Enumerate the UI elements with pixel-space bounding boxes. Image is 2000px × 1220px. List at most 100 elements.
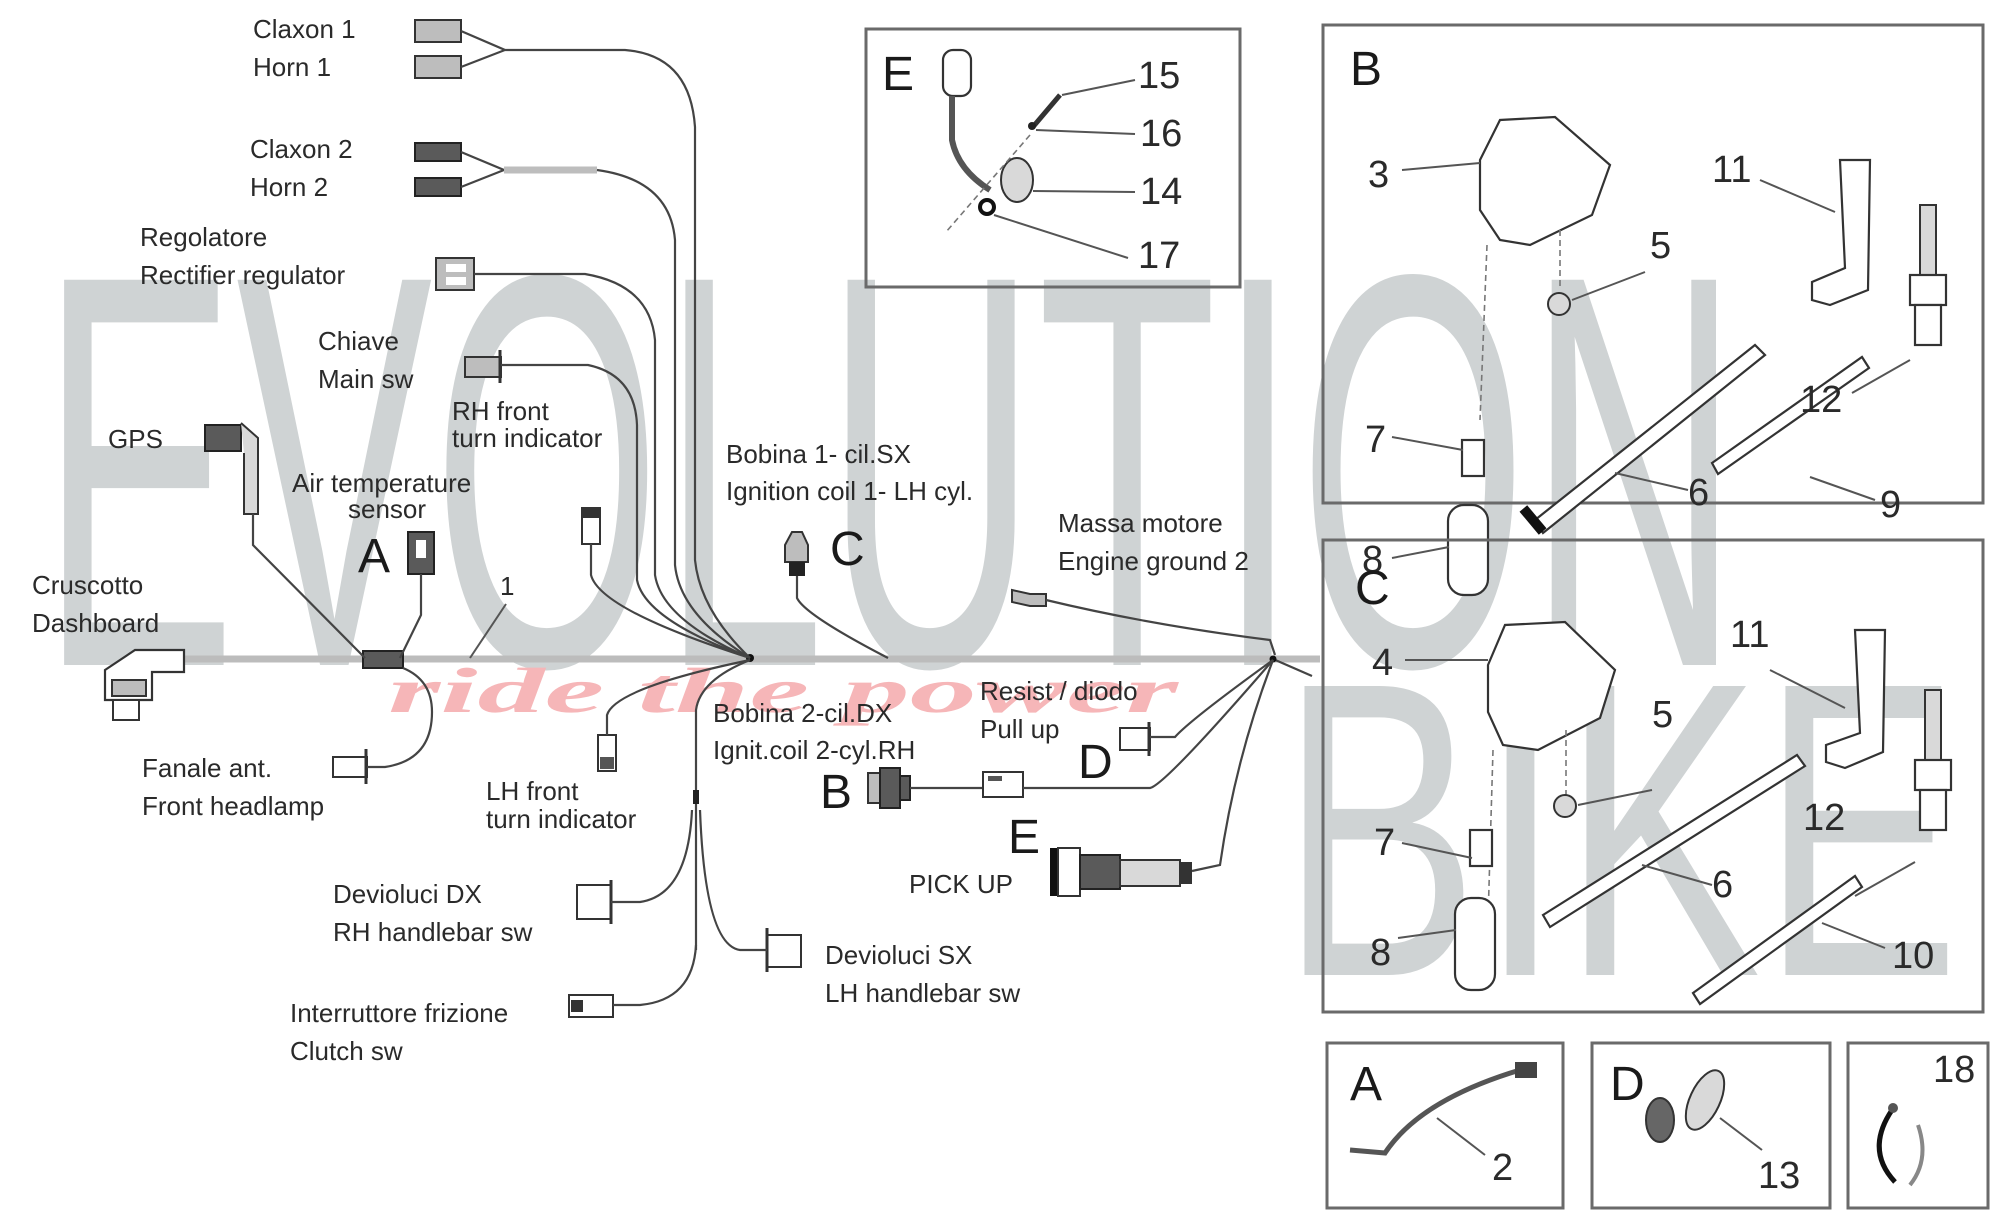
headlamp-plug xyxy=(332,756,368,778)
engine-ground-label-it: Massa motore xyxy=(1058,508,1223,538)
connector-regulator[interactable]: Regolatore Rectifier regulator xyxy=(140,222,751,660)
callout-c-4: 4 xyxy=(1372,642,1393,684)
part-12-spark-plug-insulator xyxy=(1913,303,1943,347)
watermark-slogan: ride the power xyxy=(388,655,1180,726)
regulator-label-it: Regolatore xyxy=(140,222,267,252)
regulator-wire xyxy=(474,272,751,660)
part-15-screw xyxy=(1030,93,1062,130)
detail-panel-d: D 13 xyxy=(1590,1041,1832,1210)
connector-main-switch[interactable]: Chiave Main sw xyxy=(318,326,751,660)
part-8-cap xyxy=(1453,896,1497,992)
leader-7 xyxy=(1401,842,1473,859)
callout-b-11: 11 xyxy=(1712,149,1751,191)
lh-turn-plug-cap xyxy=(600,757,614,769)
dashboard-label-en: Dashboard xyxy=(32,608,159,638)
lh-handlebar-label-it: Devioluci SX xyxy=(825,940,972,970)
pickup-sensor-cable xyxy=(949,96,992,193)
part-18-clamp-back xyxy=(1908,1124,1925,1187)
leader-6 xyxy=(1614,472,1689,491)
gps-tube xyxy=(240,422,259,515)
horn1-plug-a xyxy=(414,19,462,43)
watermark-brand-line1: EVOLUTION xyxy=(40,158,1740,784)
lower-branch xyxy=(693,658,751,950)
callout-c-11: 11 xyxy=(1730,614,1769,656)
part-9-hv-cable xyxy=(1710,355,1871,476)
connector-rh-turn[interactable]: RH front turn indicator xyxy=(452,396,751,660)
panel-a-title: A xyxy=(1350,1058,1382,1111)
engine-ground-label-en: Engine ground 2 xyxy=(1058,546,1249,576)
air-temp-ref: A xyxy=(358,530,390,583)
leader-12 xyxy=(1851,359,1911,394)
part-7-terminal xyxy=(1468,828,1494,868)
leader-2 xyxy=(1436,1117,1486,1156)
lh-handlebar-label-en: LH handlebar sw xyxy=(825,978,1020,1008)
connector-rh-handlebar[interactable]: Devioluci DX RH handlebar sw xyxy=(333,809,694,947)
regulator-plug-slot xyxy=(446,264,466,272)
connector-lh-turn[interactable]: LH front turn indicator xyxy=(486,658,751,834)
part-2-temp-sensor-head xyxy=(1515,1062,1537,1078)
horn2-plug-b xyxy=(414,177,462,197)
connector-lh-handlebar[interactable]: Devioluci SX LH handlebar sw xyxy=(698,809,1020,1008)
connector-gps[interactable]: GPS xyxy=(108,422,366,659)
part-3-ignition-coil xyxy=(1478,115,1612,247)
part-5-nut xyxy=(1553,794,1577,818)
coil1-ref: C xyxy=(830,523,865,576)
connector-pull-up[interactable]: Resist / diodo Pull up D xyxy=(980,659,1274,789)
gps-plug xyxy=(204,424,242,452)
connector-engine-ground[interactable]: Massa motore Engine ground 2 xyxy=(1011,508,1277,656)
callout-b-12: 12 xyxy=(1800,379,1842,421)
leader-14 xyxy=(1032,190,1136,193)
lower-branch-trunk xyxy=(694,658,751,950)
callout-a-2: 2 xyxy=(1492,1147,1513,1189)
connector-coil1[interactable]: Bobina 1- cil.SX Ignition coil 1- LH cyl… xyxy=(726,439,973,659)
pull-up-plug xyxy=(1119,727,1151,751)
leader-8 xyxy=(1397,929,1457,939)
panel-c-frame xyxy=(1321,538,1985,1014)
connector-clutch[interactable]: Interruttore frizione Clutch sw xyxy=(290,944,698,1066)
panel-b-frame xyxy=(1321,23,1985,505)
pickup-sensor-head xyxy=(941,48,973,98)
panel-b-title: B xyxy=(1350,43,1382,96)
pickup-plug-flange xyxy=(1050,848,1058,896)
engine-ground-lug xyxy=(1011,588,1047,607)
detail-panel-e: E 15 16 14 17 xyxy=(864,27,1242,289)
connector-horn2[interactable]: Claxon 2 Horn 2 xyxy=(250,134,751,659)
leader-7 xyxy=(1391,436,1464,451)
rh-turn-label-it: RH front xyxy=(452,396,550,426)
regulator-plug xyxy=(435,257,475,291)
leader-16 xyxy=(1035,129,1136,135)
air-temp-label-1: Air temperature xyxy=(292,468,471,498)
regulator-label-en: Rectifier regulator xyxy=(140,260,346,290)
leader-5 xyxy=(1571,271,1646,301)
main-switch-wire xyxy=(501,363,751,660)
connector-pickup[interactable]: PICK UP E xyxy=(909,659,1275,899)
watermark: EVOLUTION BIKE ride the power xyxy=(40,158,1960,1065)
dashboard-label-it: Cruscotto xyxy=(32,570,143,600)
leader-3 xyxy=(1401,162,1481,171)
dashboard-plug-tip xyxy=(112,699,140,721)
detail-panel-a: A 2 xyxy=(1325,1041,1565,1210)
headlamp-label-it: Fanale ant. xyxy=(142,753,272,783)
leader-12 xyxy=(1854,861,1916,897)
coil2-label-en: Ignit.coil 2-cyl.RH xyxy=(713,735,915,765)
part-13-pull-up-body xyxy=(1684,1069,1726,1131)
clutch-label-en: Clutch sw xyxy=(290,1036,403,1066)
connector-dashboard[interactable]: Cruscotto Dashboard xyxy=(32,570,186,721)
connector-headlamp[interactable]: Fanale ant. Front headlamp xyxy=(142,666,434,821)
rh-turn-wire xyxy=(589,544,751,660)
callout-c-7: 7 xyxy=(1374,822,1395,864)
panel-d-title: D xyxy=(1610,1058,1645,1111)
connector-coil2[interactable]: Bobina 2-cil.DX Ignit.coil 2-cyl.RH B xyxy=(713,659,1274,819)
coil1-wire xyxy=(795,576,889,659)
lh-handlebar-plug xyxy=(766,934,802,968)
connector-horn1[interactable]: Claxon 1 Horn 1 xyxy=(253,14,751,659)
coil1-plug xyxy=(784,531,809,563)
part-14-bracket xyxy=(1000,157,1034,203)
lh-handlebar-wire xyxy=(698,809,767,952)
horn1-plug-b xyxy=(414,55,462,79)
main-switch-label-en: Main sw xyxy=(318,364,414,394)
connector-air-temp[interactable]: Air temperature sensor A xyxy=(292,468,471,659)
rh-handlebar-plug xyxy=(576,884,612,920)
